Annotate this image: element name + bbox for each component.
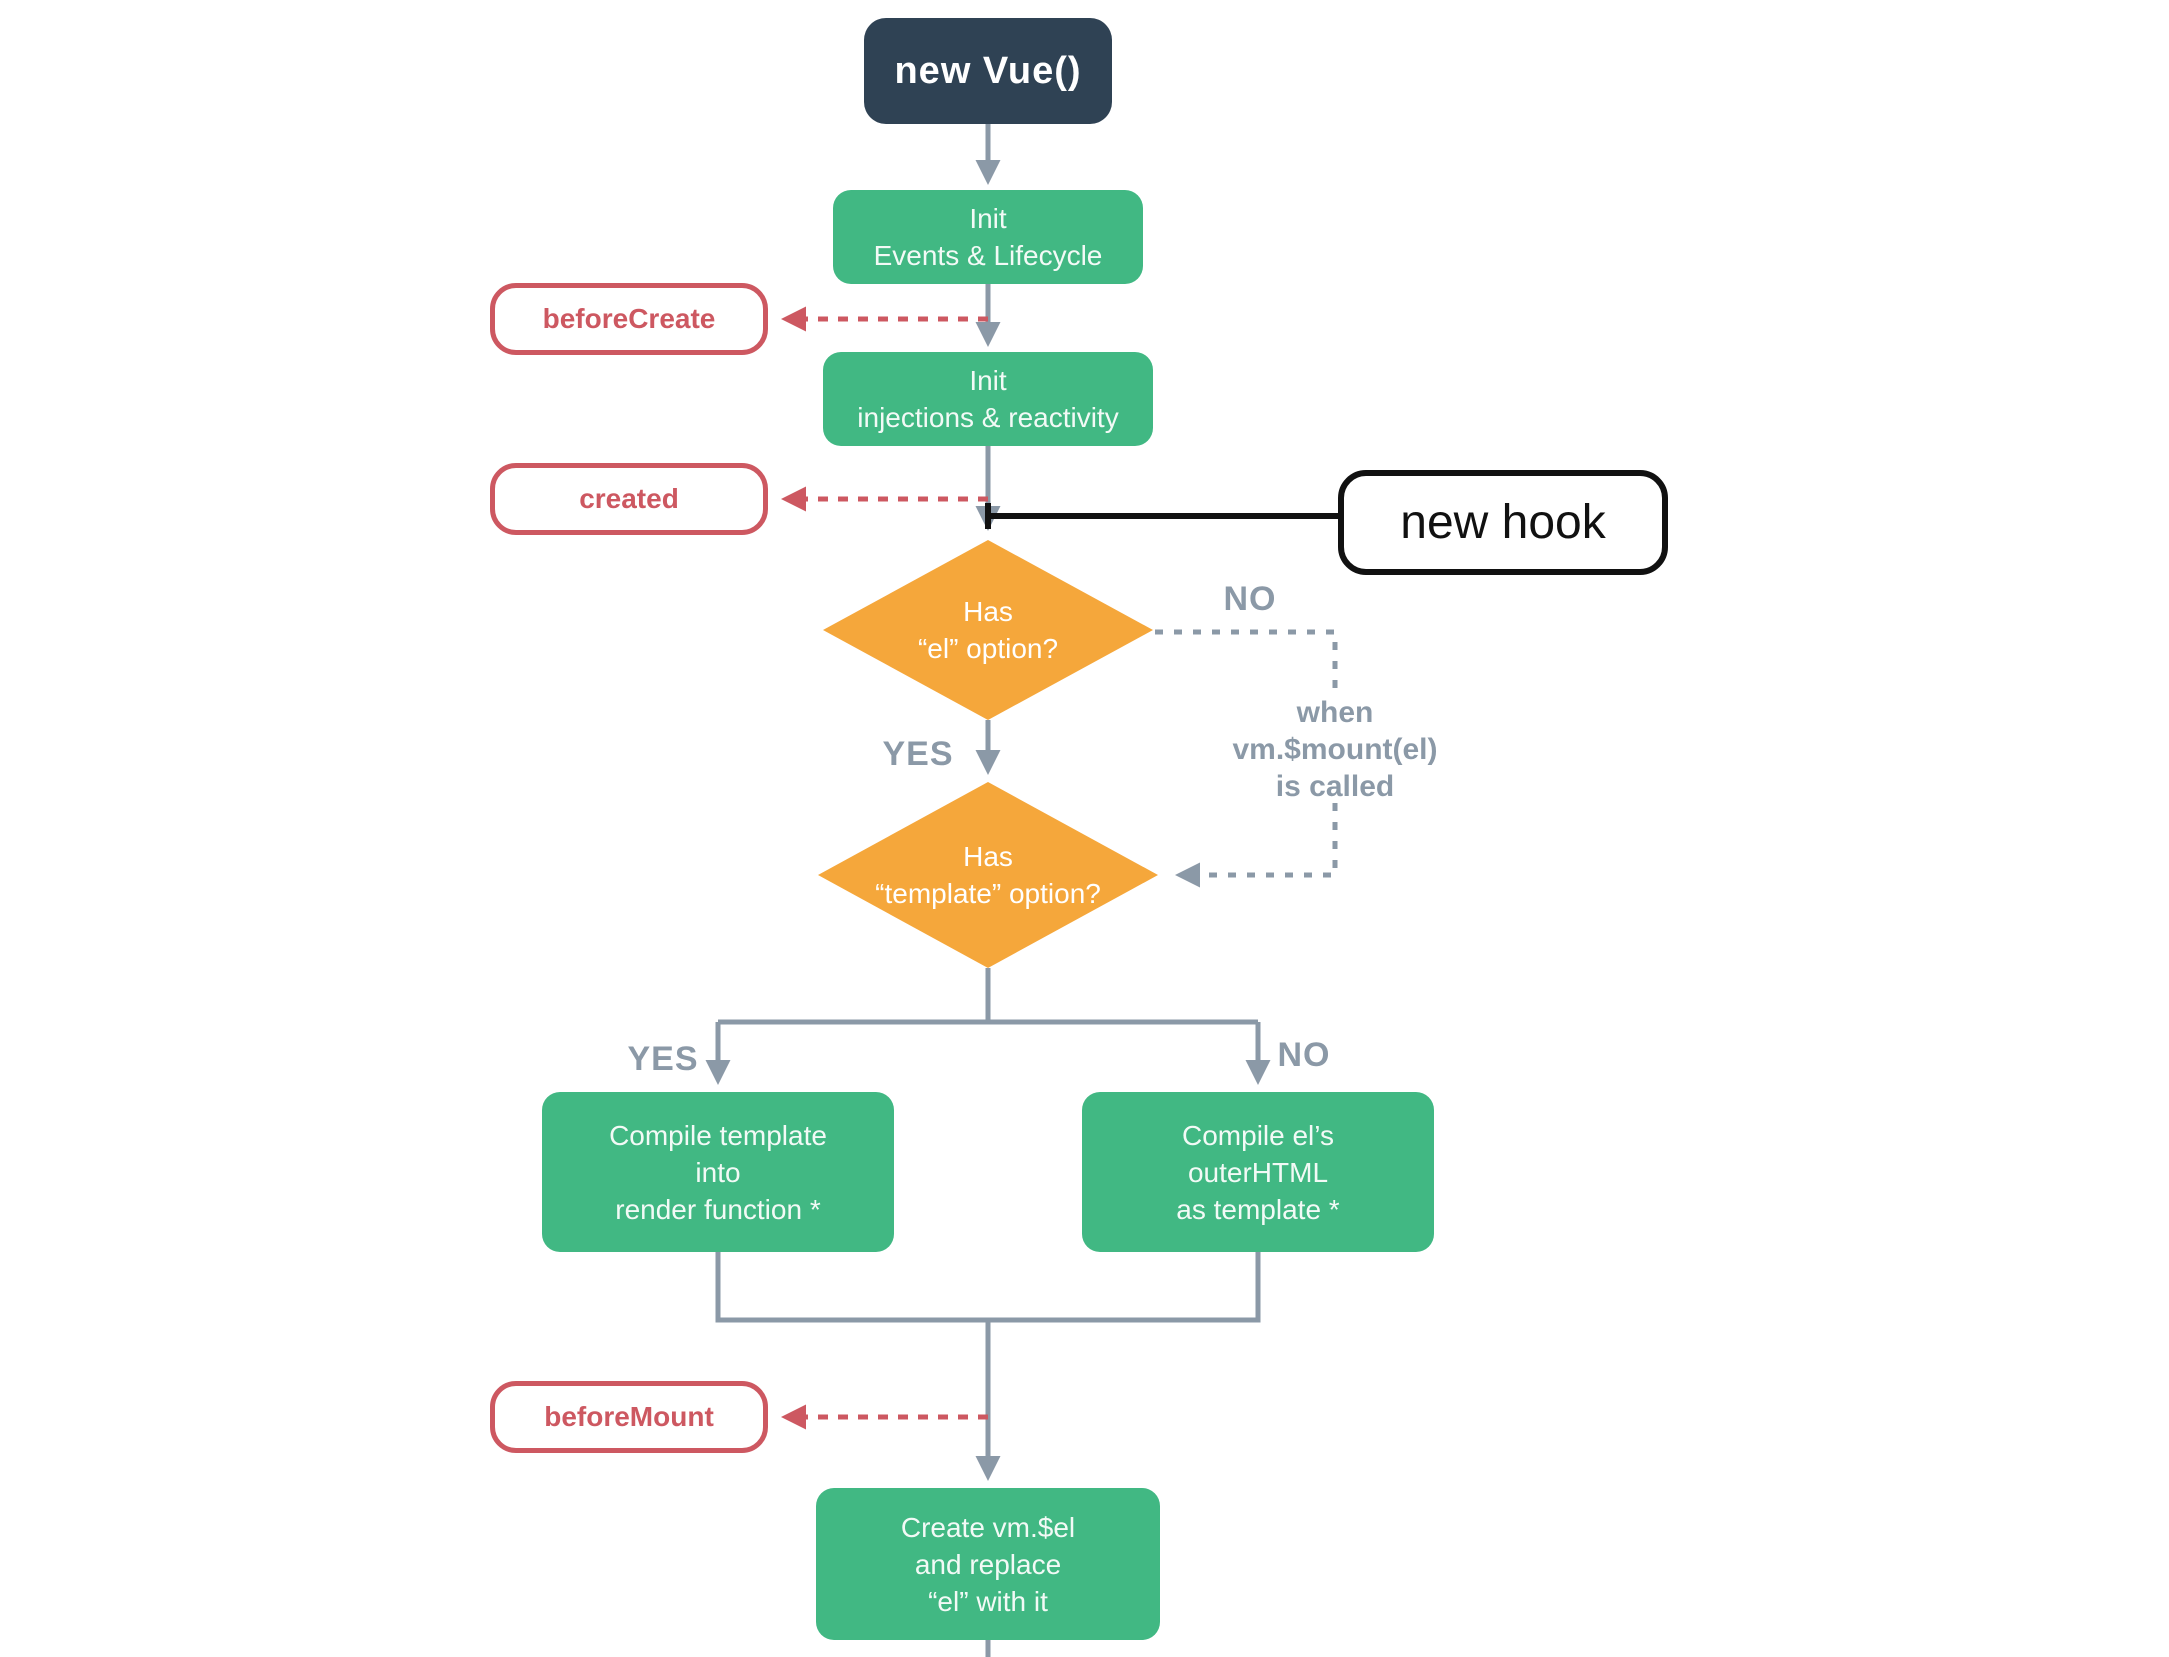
diamond-has-el-text: Has “el” option? [823,593,1153,667]
line-hastemplate-split [718,968,1258,1025]
diamond-has-template-line2: “template” option? [875,878,1101,909]
diamond-has-el-line1: Has [963,596,1013,627]
node-create-vm-line1: Create vm.$el [900,1511,1076,1543]
label-mount-note-line2: vm.$mount(el) [1232,733,1438,766]
node-compile-template-line1: Compile template [609,1119,827,1151]
node-create-vm-line2: and replace [914,1548,1062,1580]
label-mount-note: when vm.$mount(el) is called [1200,694,1470,805]
node-create-vm-line3: “el” with it [928,1585,1048,1617]
hook-before-create: beforeCreate [490,283,768,355]
line-branches-merge [715,1252,1261,1323]
node-init-events-line2: Events & Lifecycle [873,240,1103,271]
node-new-vue: new Vue() [864,18,1112,124]
node-compile-template-line2: into [695,1156,741,1188]
node-compile-template-line3: render function * [615,1193,821,1225]
label-no-has-el-text: NO [1223,580,1277,618]
diamond-has-el-line2: “el” option? [917,633,1059,664]
node-compile-el-line1: Compile el’s [1182,1119,1334,1151]
hook-created: created [490,463,768,535]
diamond-has-template-option [818,782,1158,968]
node-init-events-line1: Init [969,203,1007,234]
node-new-vue-label: new Vue() [894,49,1082,92]
diamond-has-el-option [823,540,1153,720]
label-no-has-template: NO [1244,1036,1364,1075]
label-no-has-el: NO [1195,580,1305,619]
label-yes-has-el: YES [858,735,978,774]
label-mount-note-line1: when [1296,696,1374,729]
label-yes-has-template: YES [603,1040,723,1079]
label-yes-has-el-text: YES [882,735,954,773]
dashed-no-path-top [1155,629,1338,688]
node-init-injections-line1: Init [969,365,1007,396]
hook-before-mount: beforeMount [490,1381,768,1453]
diamond-has-template-text: Has “template” option? [808,838,1168,912]
diamond-has-template-line1: Has [963,841,1013,872]
node-compile-template: Compile template into render function * [542,1092,894,1252]
label-yes-has-template-text: YES [627,1040,699,1078]
hook-before-mount-label: beforeMount [544,1401,714,1432]
line-newhook-pointer [985,503,1338,529]
hook-before-create-label: beforeCreate [542,303,716,334]
label-no-has-template-text: NO [1277,1036,1331,1074]
label-mount-note-line3: is called [1275,770,1395,803]
node-create-vm-el: Create vm.$el and replace “el” with it [816,1488,1160,1640]
dashed-no-path-bottom [1175,803,1338,888]
node-init-events-lifecycle: Init Events & Lifecycle [833,190,1143,284]
node-compile-el-outerhtml: Compile el’s outerHTML as template * [1082,1092,1434,1252]
node-init-injections-line2: injections & reactivity [857,402,1119,433]
node-compile-el-line3: as template * [1176,1193,1340,1225]
node-compile-el-line2: outerHTML [1187,1156,1329,1188]
annotation-new-hook-box: new hook [1338,470,1668,575]
node-init-injections-reactivity: Init injections & reactivity [823,352,1153,446]
hook-created-label: created [579,483,679,514]
annotation-new-hook-label: new hook [1400,496,1606,549]
